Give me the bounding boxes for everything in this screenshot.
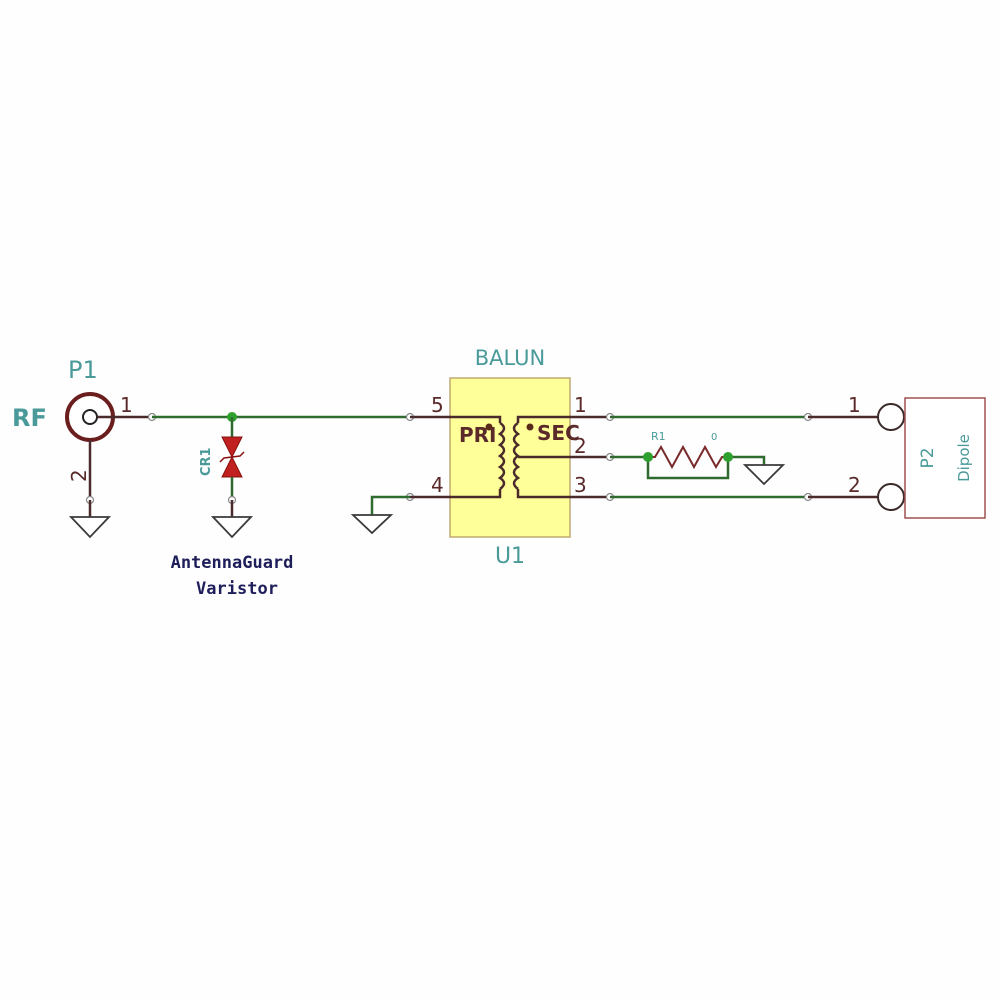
r1-ref: R1 — [651, 430, 666, 443]
ground-icon — [210, 516, 254, 539]
pin-socket-icon — [877, 403, 905, 431]
ground-icon — [68, 516, 112, 539]
rf-net-label: RF — [12, 404, 47, 432]
balun-pin5: 5 — [431, 393, 444, 417]
balun-title: BALUN — [475, 346, 546, 370]
r1-value: 0 — [711, 432, 717, 443]
cr1-ref: CR1 — [199, 447, 214, 476]
balun-pin4: 4 — [431, 473, 444, 497]
coax-inner-icon — [82, 409, 98, 425]
p1-ref: P1 — [68, 356, 98, 384]
p2-pin2: 2 — [848, 473, 861, 497]
varistor-icon — [221, 436, 243, 459]
p2-ref: P2 — [918, 447, 938, 468]
ground-icon — [742, 464, 786, 486]
connector-p1: P1 RF 1 2 — [12, 356, 152, 539]
connector-p2: 1 2 P2 Dipole — [803, 393, 986, 519]
resistor-icon — [648, 444, 728, 470]
balun-pin3: 3 — [574, 473, 587, 497]
ground-icon — [350, 514, 394, 535]
varistor-name-2: Varistor — [196, 579, 278, 599]
balun-pin2: 2 — [574, 434, 587, 458]
primary-coil-icon — [497, 421, 506, 490]
sec-label: SEC — [537, 421, 580, 445]
p2-pin1: 1 — [848, 393, 861, 417]
varistor-cr1: CR1 AntennaGuard Varistor — [171, 417, 294, 599]
balun-ref: U1 — [495, 544, 525, 569]
balun-pin1: 1 — [574, 393, 587, 417]
pri-label: PRI — [459, 423, 497, 447]
varistor-name-1: AntennaGuard — [171, 553, 294, 573]
p2-name: Dipole — [955, 434, 973, 482]
p1-pin2: 2 — [67, 469, 91, 482]
p1-pin1: 1 — [120, 393, 133, 417]
pin-socket-icon — [877, 483, 905, 511]
resistor-r1: R1 0 — [643, 430, 786, 486]
balun-u1: BALUN U1 PRI SEC 5 4 1 2 3 — [405, 346, 615, 569]
